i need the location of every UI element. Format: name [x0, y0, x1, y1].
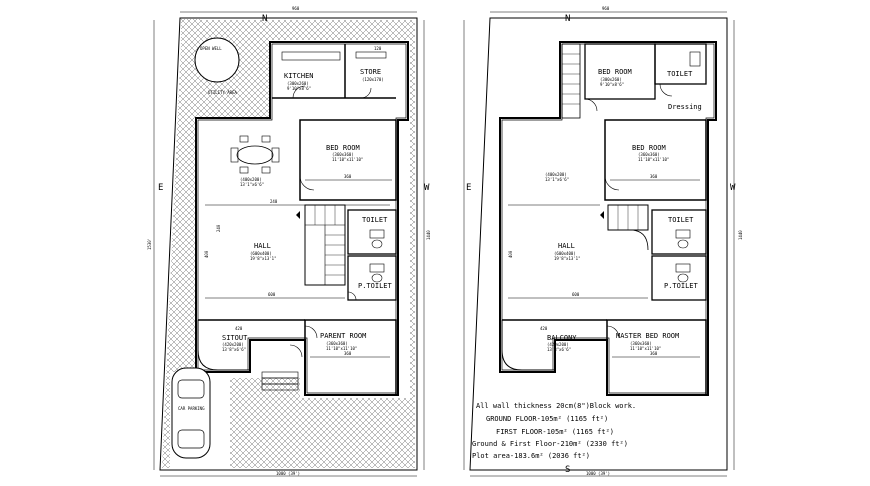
store-label: STORE	[360, 68, 381, 76]
master-ft: 11'10"x11'10"	[630, 346, 661, 351]
gf-bedroom-label: BED ROOM	[326, 144, 360, 152]
ff-bedroom-top-size: (300x260)	[600, 77, 622, 82]
gf-dim-left: 1530'	[147, 238, 152, 250]
ff-dim-bottom: 1000 (39')	[586, 471, 610, 476]
ff-bedroom-size: (360x360)	[638, 152, 660, 157]
sitout-size: (420x200)	[222, 342, 244, 347]
balcony-label: BALCONY	[547, 334, 577, 342]
ff-west: W	[730, 183, 736, 193]
sitout-ft: 13'8"x6'6"	[222, 347, 246, 352]
dining-size: (400x200)	[240, 177, 262, 182]
gf-north: N	[262, 14, 267, 24]
gf-hall-top-dim: 240	[270, 199, 278, 204]
ff-bedroom-top-label: BED ROOM	[598, 68, 632, 76]
note-first: FIRST FLOOR-105m² (1165 ft²)	[496, 428, 614, 436]
ff-east: E	[466, 183, 471, 193]
parent-room-ft: 11'10"x11'10"	[326, 346, 357, 351]
master-label: MASTER BED ROOM	[616, 332, 679, 340]
ff-dim-right: 1440	[738, 230, 743, 240]
ff-toilet-label: TOILET	[668, 216, 694, 224]
note-total: Ground & First Floor-210m² (2330 ft²)	[472, 440, 628, 448]
sitout-dim: 420	[235, 326, 243, 331]
ff-bedroom-dim: 360	[650, 174, 658, 179]
car-shape	[171, 367, 211, 459]
parent-room-size: (360x360)	[326, 341, 348, 346]
ff-dim-top: 960	[602, 6, 610, 11]
master-dim: 360	[650, 351, 658, 356]
kitchen-ft: 9'10"x8'6"	[287, 86, 311, 91]
store-dim: 120	[374, 46, 382, 51]
dressing-label: Dressing	[668, 103, 702, 111]
sitout-label: SITOUT	[222, 334, 248, 342]
ff-hall-side: 400	[508, 250, 513, 258]
sitout-curve	[197, 320, 250, 371]
first-floor-plan: BED ROOM (300x260) 9'10"x8'6" TOILET Dre…	[463, 6, 743, 477]
ff-hall-width: 600	[572, 292, 580, 297]
gf-east: E	[158, 183, 163, 193]
gf-dim-top: 960	[292, 6, 300, 11]
parent-room-label: PARENT ROOM	[320, 332, 366, 340]
gf-plot-boundary	[159, 17, 418, 471]
ground-floor-plan: OPEN WELL UTILITY AREA KITCHEN (300x260)…	[147, 6, 431, 477]
gf-bedroom-ft: 11'10"x11'10"	[332, 157, 363, 162]
ff-hall-label: HALL	[558, 242, 575, 250]
gf-ptoilet-label: P.TOILET	[358, 282, 393, 290]
store-size: (120x170)	[362, 77, 384, 82]
gf-hall-width: 600	[268, 292, 276, 297]
kitchen-label: KITCHEN	[284, 72, 314, 80]
gf-hall-side: 400	[204, 250, 209, 258]
gf-hall-inner: 240	[216, 224, 221, 232]
utility-label: UTILITY AREA	[208, 90, 237, 95]
area-notes: All wall thickness 20cm(8")Block work. G…	[472, 402, 636, 460]
ff-north: N	[565, 14, 570, 24]
ff-family-ft: 13'1"x6'6"	[545, 177, 569, 182]
gf-hall-size: (600x400)	[250, 251, 272, 256]
balcony-ft: 13'8"x6'6"	[547, 347, 571, 352]
gf-hall-ft: 19'8"x13'1"	[250, 256, 277, 261]
ff-hall-size: (600x400)	[554, 251, 576, 256]
gf-bedroom-size: (360x360)	[332, 152, 354, 157]
balcony-size: (420x200)	[547, 342, 569, 347]
ff-bedroom-label: BED ROOM	[632, 144, 666, 152]
gf-dim-bottom: 1000 (39')	[276, 471, 300, 476]
master-size: (360x360)	[630, 341, 652, 346]
open-well-label: OPEN WELL	[200, 46, 222, 51]
gf-dim-right: 1440	[426, 230, 431, 240]
ff-top-stair	[561, 43, 581, 119]
note-wall: All wall thickness 20cm(8")Block work.	[476, 402, 636, 410]
balcony-dim: 420	[540, 326, 548, 331]
ff-ptoilet-label: P.TOILET	[664, 282, 699, 290]
gf-bedroom-dim: 360	[344, 174, 352, 179]
ff-plot-boundary	[469, 17, 728, 471]
ff-bedroom-top-ft: 9'10"x8'6"	[600, 82, 624, 87]
note-plot: Plot area-183.6m² (2036 ft²)	[472, 452, 590, 460]
note-ground: GROUND FLOOR-105m² (1165 ft²)	[486, 415, 608, 423]
ff-south: S	[565, 465, 570, 475]
ff-hall-ft: 19'8"x13'1"	[554, 256, 581, 261]
gf-toilet-label: TOILET	[362, 216, 388, 224]
open-well-circle	[194, 37, 240, 83]
gf-hall-label: HALL	[254, 242, 271, 250]
dining-ft: 13'1"x6'6"	[240, 182, 264, 187]
gf-west: W	[424, 183, 430, 193]
ff-family-size: (400x200)	[545, 172, 567, 177]
ff-toilet-top-label: TOILET	[667, 70, 693, 78]
car-parking-label: CAR PARKING	[178, 406, 205, 411]
balcony-curve	[501, 320, 555, 371]
kitchen-size: (300x260)	[287, 81, 309, 86]
parent-room-dim: 360	[344, 351, 352, 356]
dining-table	[236, 145, 274, 165]
ff-bedroom-ft: 11'10"x11'10"	[638, 157, 669, 162]
